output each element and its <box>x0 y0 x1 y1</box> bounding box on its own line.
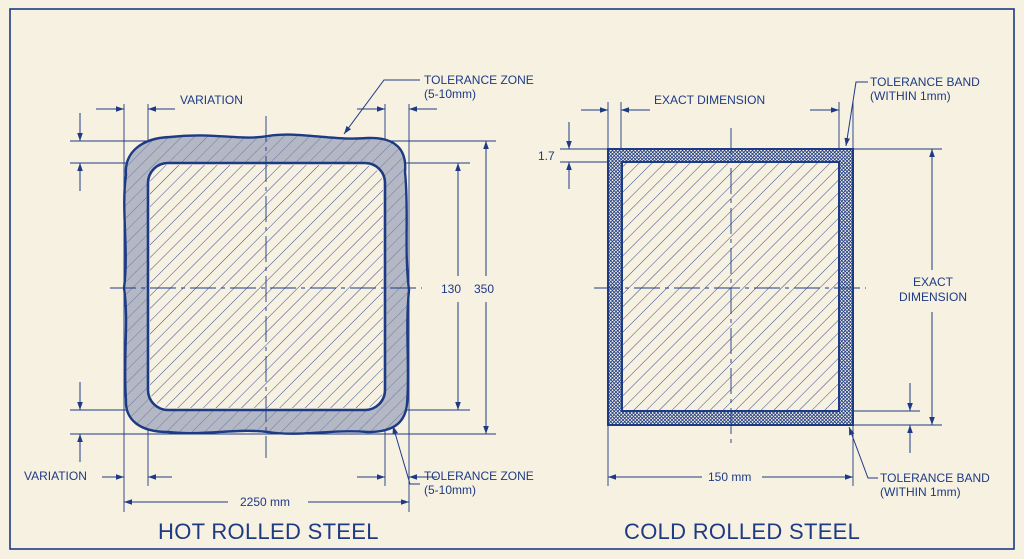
cold-rolled-group <box>560 81 942 486</box>
cold-exact-top-label: EXACT DIMENSION <box>654 93 766 107</box>
hot-tolerance-leader-bottom <box>392 425 420 485</box>
hot-dim-width-label: 2250 mm <box>240 495 291 509</box>
cold-core-hatch <box>623 163 838 410</box>
hot-variation-top-label: VARIATION <box>180 93 243 107</box>
hot-tolerance-top-label-2: (5-10mm) <box>424 87 477 101</box>
hot-variation-bottom-label: VARIATION <box>24 469 87 483</box>
hot-title: HOT ROLLED STEEL <box>158 519 379 544</box>
hot-dim-outer-label: 350 <box>474 282 495 296</box>
cold-exact-side-label-2: DIMENSION <box>898 290 967 304</box>
hot-dim-inner-label: 130 <box>441 282 462 296</box>
sheet-border <box>9 8 1015 550</box>
hot-core-hatch <box>150 165 383 408</box>
cold-band-leader-top <box>844 81 868 147</box>
cold-band-top-label-2: (WITHIN 1mm) <box>870 89 951 103</box>
cold-thickness-label: 1.7 <box>538 149 555 163</box>
cold-band-bottom-label-2: (WITHIN 1mm) <box>880 485 961 499</box>
hot-tolerance-top-label-1: TOLERANCE ZONE <box>424 73 534 87</box>
hot-tolerance-bottom-label-2: (5-10mm) <box>424 483 477 497</box>
cold-exact-side-label-1: EXACT <box>912 275 953 289</box>
hot-tolerance-bottom-label-1: TOLERANCE ZONE <box>424 469 534 483</box>
hot-rolled-group <box>70 79 496 512</box>
cold-band-top-label-1: TOLERANCE BAND <box>870 75 980 89</box>
cold-band-leader-bottom <box>848 426 878 479</box>
cold-dim-width-label: 150 mm <box>708 470 752 484</box>
cold-band-bottom-label-1: TOLERANCE BAND <box>880 471 990 485</box>
hot-tolerance-leader-top <box>343 79 420 135</box>
cold-title: COLD ROLLED STEEL <box>624 519 861 544</box>
